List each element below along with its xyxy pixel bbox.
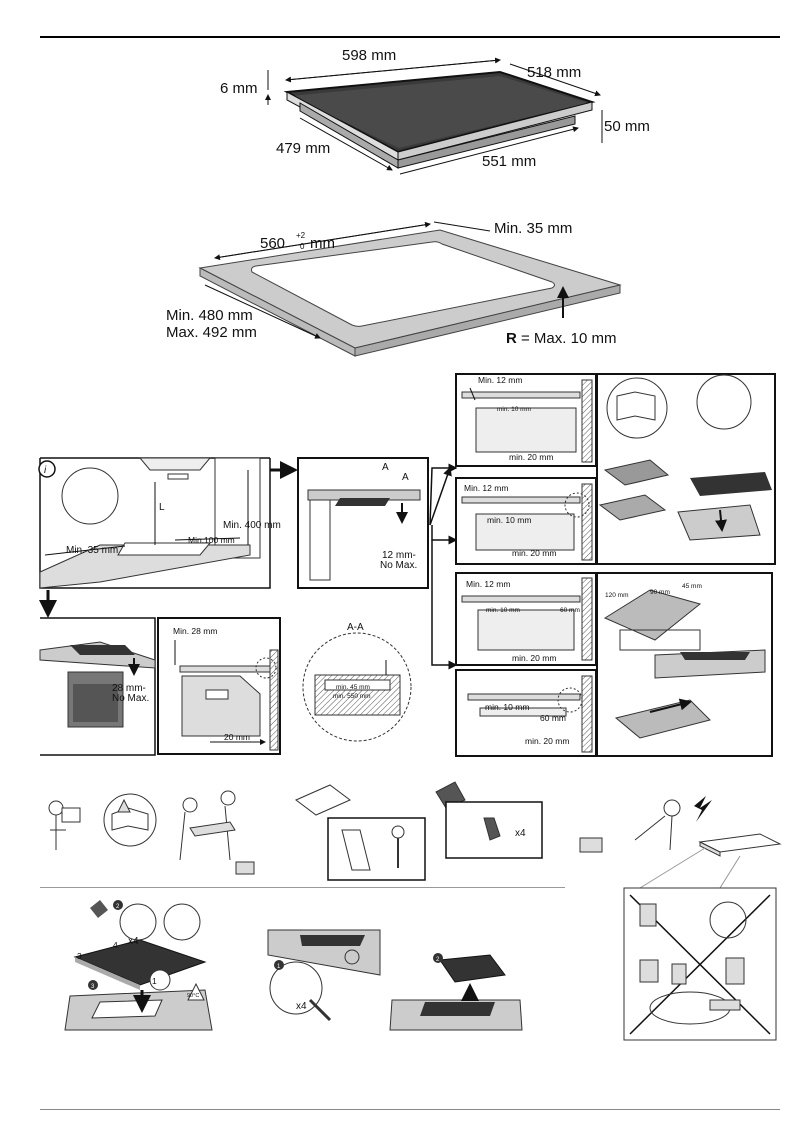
aa-section-circle bbox=[302, 632, 412, 742]
cutout-width-unit: mm bbox=[310, 235, 335, 252]
kitchen-overview bbox=[38, 457, 298, 618]
gap-12-label: 12 mm- bbox=[382, 550, 416, 561]
hob-dimension-drawing bbox=[265, 57, 603, 175]
drawer-120-label: 120 mm bbox=[605, 592, 628, 599]
tools-panel bbox=[295, 784, 426, 881]
distance-20-label: 20 mm bbox=[224, 732, 250, 742]
step2-marker: 2 bbox=[116, 904, 120, 910]
box3-min12: Min. 12 mm bbox=[466, 579, 510, 589]
cutout-width-tolerance: +2 bbox=[296, 231, 306, 240]
top-rule bbox=[40, 36, 780, 38]
section-box-4 bbox=[455, 669, 597, 757]
info-symbol: i bbox=[44, 465, 47, 476]
box3-min20: min. 20 mm bbox=[512, 653, 556, 663]
hood-distance-label: L bbox=[159, 502, 165, 513]
min-400-label: Min. 400 mm bbox=[223, 520, 281, 531]
clip-multiplier: x4 bbox=[128, 936, 139, 947]
hob-inner-width-label: 551 mm bbox=[482, 153, 536, 170]
temperature-warning: 90°C bbox=[187, 993, 199, 999]
drawer-45-label: 45 mm bbox=[682, 583, 702, 590]
hob-clip-install bbox=[64, 900, 213, 1031]
aa-title: A-A bbox=[347, 622, 364, 633]
instruction-figures bbox=[48, 790, 255, 875]
hob-width-label: 598 mm bbox=[342, 47, 396, 64]
box1-min12: Min. 12 mm bbox=[478, 375, 522, 385]
min-100-label: Min.100 mm bbox=[188, 535, 235, 545]
section-box-3 bbox=[455, 572, 597, 666]
hob-side-3: 3 bbox=[77, 951, 82, 961]
bottom-rule bbox=[40, 1109, 780, 1110]
section-a-label-2: A bbox=[402, 472, 409, 483]
gap-28-label: 28 mm- bbox=[112, 683, 146, 694]
cabinet-section-view bbox=[297, 457, 452, 589]
cutout-min-edge: Min. 35 mm bbox=[494, 220, 572, 237]
side-section-28 bbox=[157, 617, 281, 755]
removal-step2: 2 bbox=[436, 957, 440, 963]
gap-28-max-label: No Max. bbox=[112, 693, 149, 704]
removal-step1: 1 bbox=[277, 964, 281, 970]
hob-inner-depth-label: 479 mm bbox=[276, 140, 330, 157]
section-a-label-1: A bbox=[382, 462, 389, 473]
hob-side-1: 1 bbox=[152, 976, 157, 986]
unpacking-panel bbox=[596, 373, 776, 565]
gap-12-max-label: No Max. bbox=[380, 560, 417, 571]
drawer-installation-panel bbox=[596, 572, 773, 757]
box1-min10: min. 10 mm bbox=[497, 406, 531, 413]
section-connectors bbox=[429, 463, 458, 670]
box2-min20: min. 20 mm bbox=[512, 548, 556, 558]
clips-panel bbox=[435, 781, 543, 859]
cutout-radius-text: = Max. 10 mm bbox=[521, 330, 616, 347]
box4-60mm: 60 mm bbox=[540, 713, 566, 723]
min-35-label: Min. 35 mm bbox=[66, 545, 118, 556]
electrical-panel bbox=[579, 796, 782, 1041]
step3-marker: 3 bbox=[91, 984, 95, 990]
oven-kitchen-view bbox=[39, 617, 156, 756]
hob-removal-step-1 bbox=[267, 929, 381, 1022]
section-box-2 bbox=[455, 477, 597, 565]
hob-removal-step-2 bbox=[389, 953, 523, 1031]
hob-depth-label: 518 mm bbox=[527, 64, 581, 81]
hob-thickness-label: 6 mm bbox=[220, 80, 258, 97]
box3-60mm: 60 mm bbox=[560, 607, 580, 614]
hob-height-label: 50 mm bbox=[604, 118, 650, 135]
mid-divider bbox=[40, 887, 565, 888]
clips-count: x4 bbox=[515, 828, 526, 839]
box3-min10: min. 10 mm bbox=[486, 607, 520, 614]
box1-min20: min. 20 mm bbox=[509, 452, 553, 462]
cutout-radius-symbol: R bbox=[506, 330, 517, 347]
box4-min10: min. 10 mm bbox=[485, 702, 529, 712]
aa-min550-label: min. 550 mm bbox=[333, 693, 371, 700]
cutout-depth-max: Max. 492 mm bbox=[166, 324, 257, 341]
section-box-1 bbox=[455, 373, 597, 467]
box4-min20: min. 20 mm bbox=[525, 736, 569, 746]
aa-min45-label: min. 45 mm bbox=[336, 684, 370, 691]
screw-multiplier: x4 bbox=[296, 1001, 307, 1012]
box2-min10: min. 10 mm bbox=[487, 515, 531, 525]
hob-side-4: 4 bbox=[113, 940, 118, 950]
cutout-width-tolerance-low: 0 bbox=[300, 242, 305, 251]
cutout-depth-min: Min. 480 mm bbox=[166, 307, 253, 324]
cutout-drawing bbox=[198, 221, 622, 357]
cutout-width-main: 560 bbox=[260, 235, 285, 252]
box2-min12: Min. 12 mm bbox=[464, 483, 508, 493]
drawer-90-label: 90 mm bbox=[650, 589, 670, 596]
min-28-label: Min. 28 mm bbox=[173, 626, 217, 636]
